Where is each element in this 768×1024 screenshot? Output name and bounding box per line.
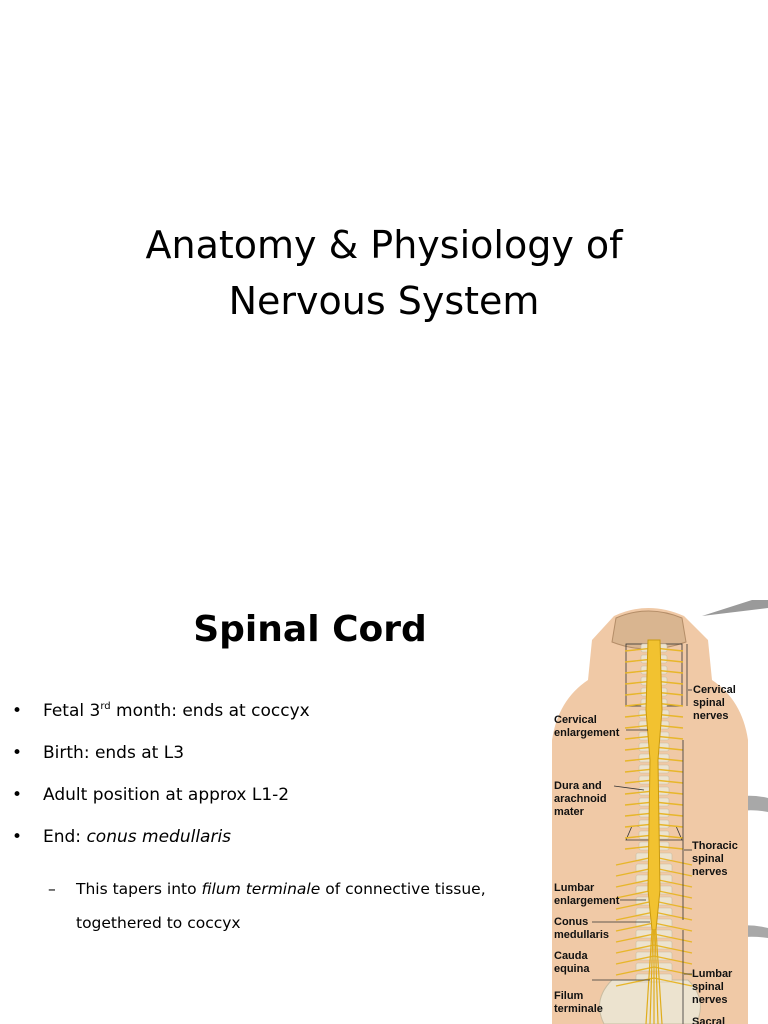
nerve-root	[615, 944, 655, 954]
label-lumbar-enlargement: Lumbar enlargement	[554, 882, 620, 907]
leader-lines	[592, 689, 692, 981]
slide-title-line2: Nervous System	[228, 279, 540, 324]
label-text: Cervical spinal nerves	[693, 684, 736, 722]
sub-bullet-marker: –	[48, 880, 56, 898]
bullet-italic-text: conus medullaris	[86, 827, 232, 847]
label-dura-arachnoid: Dura and arachnoid mater	[554, 780, 607, 818]
nerve-root	[653, 867, 693, 877]
bullet-text: Birth: ends at L3	[43, 743, 185, 763]
bullet-text: End:	[43, 827, 87, 847]
nerve-root	[615, 911, 655, 921]
skull-base	[611, 610, 687, 650]
nerve-root	[615, 955, 655, 965]
nerve-root	[624, 779, 655, 784]
title-slide: Anatomy & Physiology of Nervous System	[0, 217, 768, 329]
nerve-root	[624, 768, 655, 773]
bullet-text: month: ends at coccyx	[110, 701, 310, 721]
label-brackets	[682, 644, 688, 1024]
pelvis-bone	[599, 979, 701, 1024]
bullet-item: • Birth: ends at L3	[12, 742, 532, 764]
spinal-cord-drawing	[552, 600, 768, 1024]
nerve-root	[615, 966, 655, 976]
sub-bullet: – This tapers into filum terminale of co…	[48, 872, 536, 940]
bullet-item: • Fetal 3rd month: ends at coccyx	[12, 700, 532, 722]
label-cauda-equina: Cauda equina	[554, 950, 590, 975]
nerve-root	[653, 757, 684, 762]
nerve-root	[653, 779, 684, 784]
label-cervical-spinal-nerves: Cervical spinal nerves	[693, 684, 753, 723]
label-sacral: Sacral	[692, 1016, 726, 1024]
slide-heading: Spinal Cord	[193, 609, 427, 650]
nerve-root	[615, 922, 655, 932]
slide-title: Anatomy & Physiology of Nervous System	[0, 217, 768, 329]
nerve-root	[653, 977, 693, 987]
label-filum-terminale: Filum terminale	[554, 990, 603, 1015]
spinal-cord-slide: Spinal Cord • Fetal 3rd month: ends at co…	[0, 576, 768, 1024]
nerve-root	[615, 933, 655, 943]
label-cervical-enlargement: Cervical enlargement	[554, 714, 620, 739]
nerve-root	[653, 900, 693, 910]
nerve-root	[653, 944, 693, 954]
bullet-item: • End: conus medullaris	[12, 826, 532, 848]
nerve-root	[653, 955, 693, 965]
nerve-root	[624, 757, 655, 762]
sub-bullet-italic-text: filum terminale	[201, 880, 321, 898]
nerve-root	[615, 856, 655, 866]
spinal-cord-illustration: Cervical spinal nerves Cervical enlargem…	[552, 600, 768, 1024]
nerve-root	[653, 933, 693, 943]
nerve-root	[615, 900, 655, 910]
nerve-root	[653, 911, 693, 921]
bullet-list: • Fetal 3rd month: ends at coccyx • Birth:…	[12, 700, 532, 868]
bullet-marker: •	[12, 701, 23, 721]
nerve-root	[653, 856, 693, 866]
sub-bullet-text: of connective tissue,	[320, 880, 486, 898]
slide-title-line1: Anatomy & Physiology of	[145, 223, 623, 268]
bullet-item: • Adult position at approx L1-2	[12, 784, 532, 806]
sub-bullet-text-line2: togethered to coccyx	[76, 914, 241, 932]
bullet-marker: •	[12, 785, 23, 805]
sub-bullet-text: This tapers into	[76, 880, 202, 898]
label-thoracic-spinal-nerves: Thoracic spinal nerves	[692, 840, 738, 878]
grey-band	[702, 600, 768, 616]
label-lumbar-spinal-nerves: Lumbar spinal nerves	[692, 968, 733, 1006]
bullet-superscript: rd	[100, 701, 111, 712]
bullet-marker: •	[12, 743, 23, 763]
nerve-root	[653, 768, 684, 773]
cauda-equina	[645, 929, 663, 1024]
nerve-root	[615, 867, 655, 877]
bullet-text: Adult position at approx L1-2	[43, 785, 290, 805]
bullet-text: Fetal 3	[43, 701, 101, 721]
nerve-root	[615, 977, 655, 987]
nerve-root	[653, 922, 693, 932]
bullet-marker: •	[12, 827, 23, 847]
label-conus-medullaris: Conus medullaris	[554, 916, 610, 941]
